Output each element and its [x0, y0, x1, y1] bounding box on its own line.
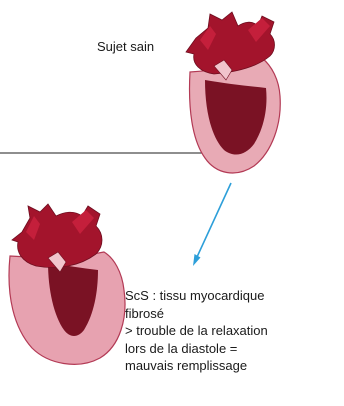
arrow-shaft [197, 183, 231, 257]
ssc-caption-line: fibrosé [125, 305, 268, 323]
healthy-heart [186, 12, 280, 173]
ssc-caption-line: mauvais remplissage [125, 357, 268, 375]
ssc-caption-line: > trouble de la relaxation [125, 322, 268, 340]
arrow-head [193, 254, 201, 266]
arrow [193, 183, 231, 266]
ssc-heart [9, 204, 125, 364]
ssc-caption-line: ScS : tissu myocardique [125, 287, 268, 305]
healthy-subject-label: Sujet sain [97, 38, 154, 56]
ssc-caption: ScS : tissu myocardique fibrosé > troubl… [125, 287, 268, 375]
ssc-caption-line: lors de la diastole = [125, 340, 268, 358]
